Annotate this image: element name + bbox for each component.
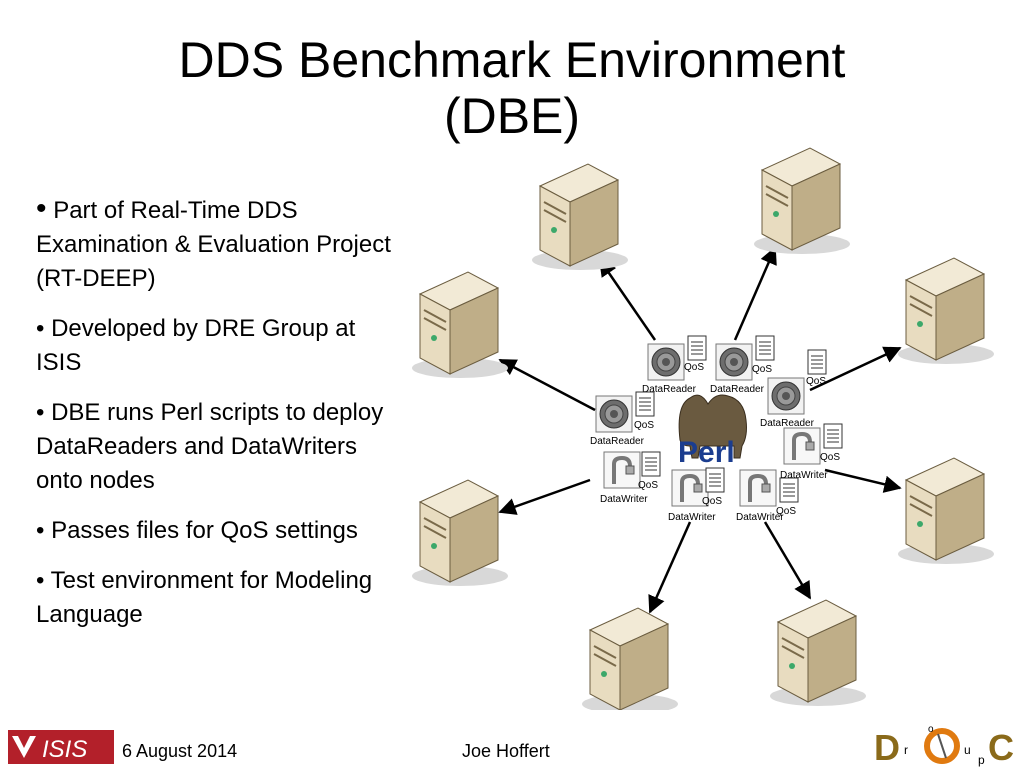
footer-date: 6 August 2014 <box>122 741 238 761</box>
footer-author: Joe Hoffert <box>462 741 550 761</box>
arrow <box>733 246 777 341</box>
data-writer-icon <box>602 450 642 490</box>
bullet-item: • Part of Real-Time DDS Examination & Ev… <box>36 192 391 292</box>
data-writer-icon <box>782 426 822 466</box>
arrow <box>809 346 902 392</box>
doc-logo-u: u <box>964 743 971 757</box>
data-reader-label: DataReader <box>710 384 765 395</box>
doc-logo-o: o <box>928 724 934 735</box>
perl-label: Perl <box>678 436 735 469</box>
qos-label: QoS <box>752 364 772 375</box>
server-node-icon <box>581 607 679 710</box>
data-writer-label: DataWriter <box>668 512 716 523</box>
title-line-1: DDS Benchmark Environment <box>178 32 846 88</box>
isis-logo: ISIS <box>8 730 114 764</box>
arrow <box>824 468 902 493</box>
bullet-item: • Developed by DRE Group at ISIS <box>36 315 356 376</box>
data-reader-icon <box>767 377 805 415</box>
doc-logo-d: D <box>874 727 900 768</box>
qos-label: QoS <box>820 452 840 463</box>
doc-logo-c: C <box>988 727 1014 768</box>
qos-file-icon <box>779 477 799 503</box>
data-reader-icon <box>647 343 685 381</box>
connection-arrows <box>498 246 902 614</box>
doc-logo-p: p <box>978 753 985 767</box>
arrow <box>763 521 812 600</box>
qos-file-icon <box>807 349 827 375</box>
dbe-diagram: Perl QoS DataReader QoS DataReader QoS D… <box>411 147 995 710</box>
slide-title: DDS Benchmark Environment (DBE) <box>0 32 1024 144</box>
data-writer-icon <box>738 468 778 508</box>
qos-file-icon <box>823 423 843 449</box>
arrow <box>648 521 692 614</box>
server-node-icon <box>411 271 509 379</box>
arrow <box>498 478 591 515</box>
qos-label: QoS <box>684 362 704 373</box>
data-writer-label: DataWriter <box>736 512 784 523</box>
qos-file-icon <box>635 391 655 417</box>
title-line-2: (DBE) <box>443 88 581 144</box>
data-writer-label: DataWriter <box>600 494 648 505</box>
bullet-item: • Passes files for QoS settings <box>36 517 358 544</box>
server-node-icon <box>897 257 995 365</box>
arrow <box>498 358 596 412</box>
bullet-item: • Test environment for Modeling Language <box>36 567 373 628</box>
data-reader-label: DataReader <box>760 418 815 429</box>
perl-camel-logo: Perl <box>678 394 747 469</box>
data-reader-label: DataReader <box>590 436 645 447</box>
qos-label: QoS <box>776 506 796 517</box>
server-node-icon <box>769 599 867 707</box>
data-writer-label: DataWriter <box>780 470 828 481</box>
server-node-icon <box>897 457 995 565</box>
qos-file-icon <box>641 451 661 477</box>
qos-label: QoS <box>634 420 654 431</box>
qos-file-icon <box>687 335 707 361</box>
arrow <box>598 258 657 341</box>
bullet-list: • Part of Real-Time DDS Examination & Ev… <box>36 192 396 648</box>
doc-group-logo: D r o u p C <box>874 724 1014 768</box>
data-reader-icon <box>715 343 753 381</box>
doc-logo-r: r <box>904 743 908 757</box>
server-node-icon <box>753 147 851 255</box>
server-node-icon <box>531 163 629 271</box>
bullet-item: • DBE runs Perl scripts to deploy DataRe… <box>36 399 384 494</box>
server-node-icon <box>411 479 509 587</box>
qos-label: QoS <box>702 496 722 507</box>
data-reader-label: DataReader <box>642 384 697 395</box>
qos-label: QoS <box>638 480 658 491</box>
qos-file-icon <box>755 335 775 361</box>
isis-logo-text: ISIS <box>42 736 87 763</box>
data-writer-group: QoS DataWriter QoS DataWriter QoS DataWr… <box>600 423 843 523</box>
data-reader-group: QoS DataReader QoS DataReader QoS DataRe… <box>590 335 827 447</box>
qos-label: QoS <box>806 376 826 387</box>
data-reader-icon <box>595 395 633 433</box>
qos-file-icon <box>705 467 725 493</box>
